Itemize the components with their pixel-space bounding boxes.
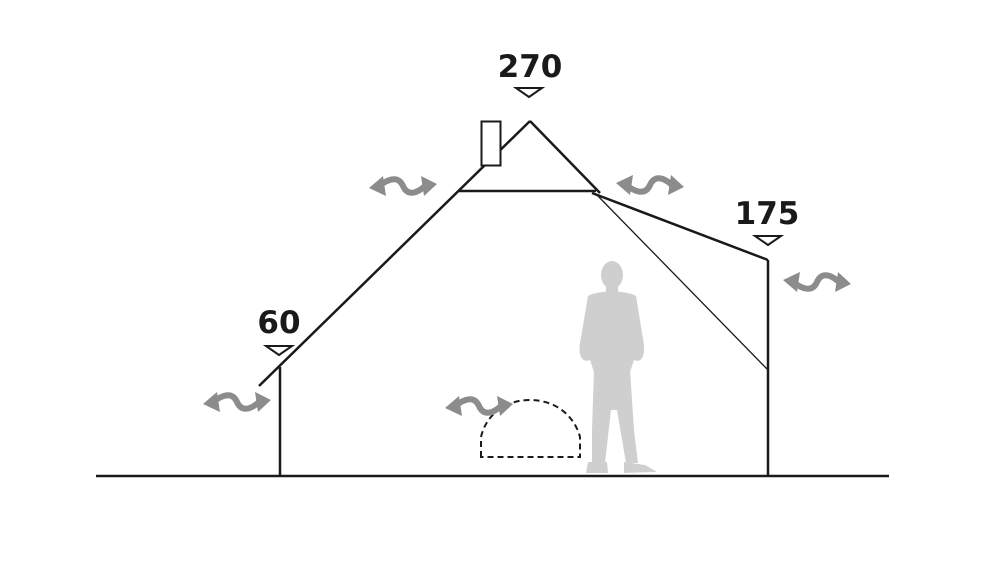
right-peak-slope	[529, 120, 601, 194]
peak-height-label: 270	[498, 49, 563, 85]
inner-wall-line	[595, 193, 769, 371]
vent-arrow-icon-right-roof	[616, 175, 684, 195]
vent-arrow-icon-left-wall	[203, 392, 271, 412]
left-wall-height-marker-icon	[262, 345, 296, 357]
peak-height-marker-icon	[512, 87, 546, 99]
right-wall-height-label: 175	[735, 196, 800, 232]
inner-tent-dashed-outline	[480, 398, 581, 458]
vent-arrow-icon-left-roof	[369, 176, 437, 196]
right-wall-height-marker-icon	[751, 235, 785, 247]
left-wall-height-label: 60	[257, 305, 300, 341]
right-roof-slope	[591, 191, 769, 262]
vent-arrow-icon-right-wall	[783, 272, 851, 292]
vent-arrow-icon-inner	[445, 396, 513, 416]
stove-pipe	[480, 120, 502, 167]
person-silhouette-icon	[579, 261, 657, 473]
